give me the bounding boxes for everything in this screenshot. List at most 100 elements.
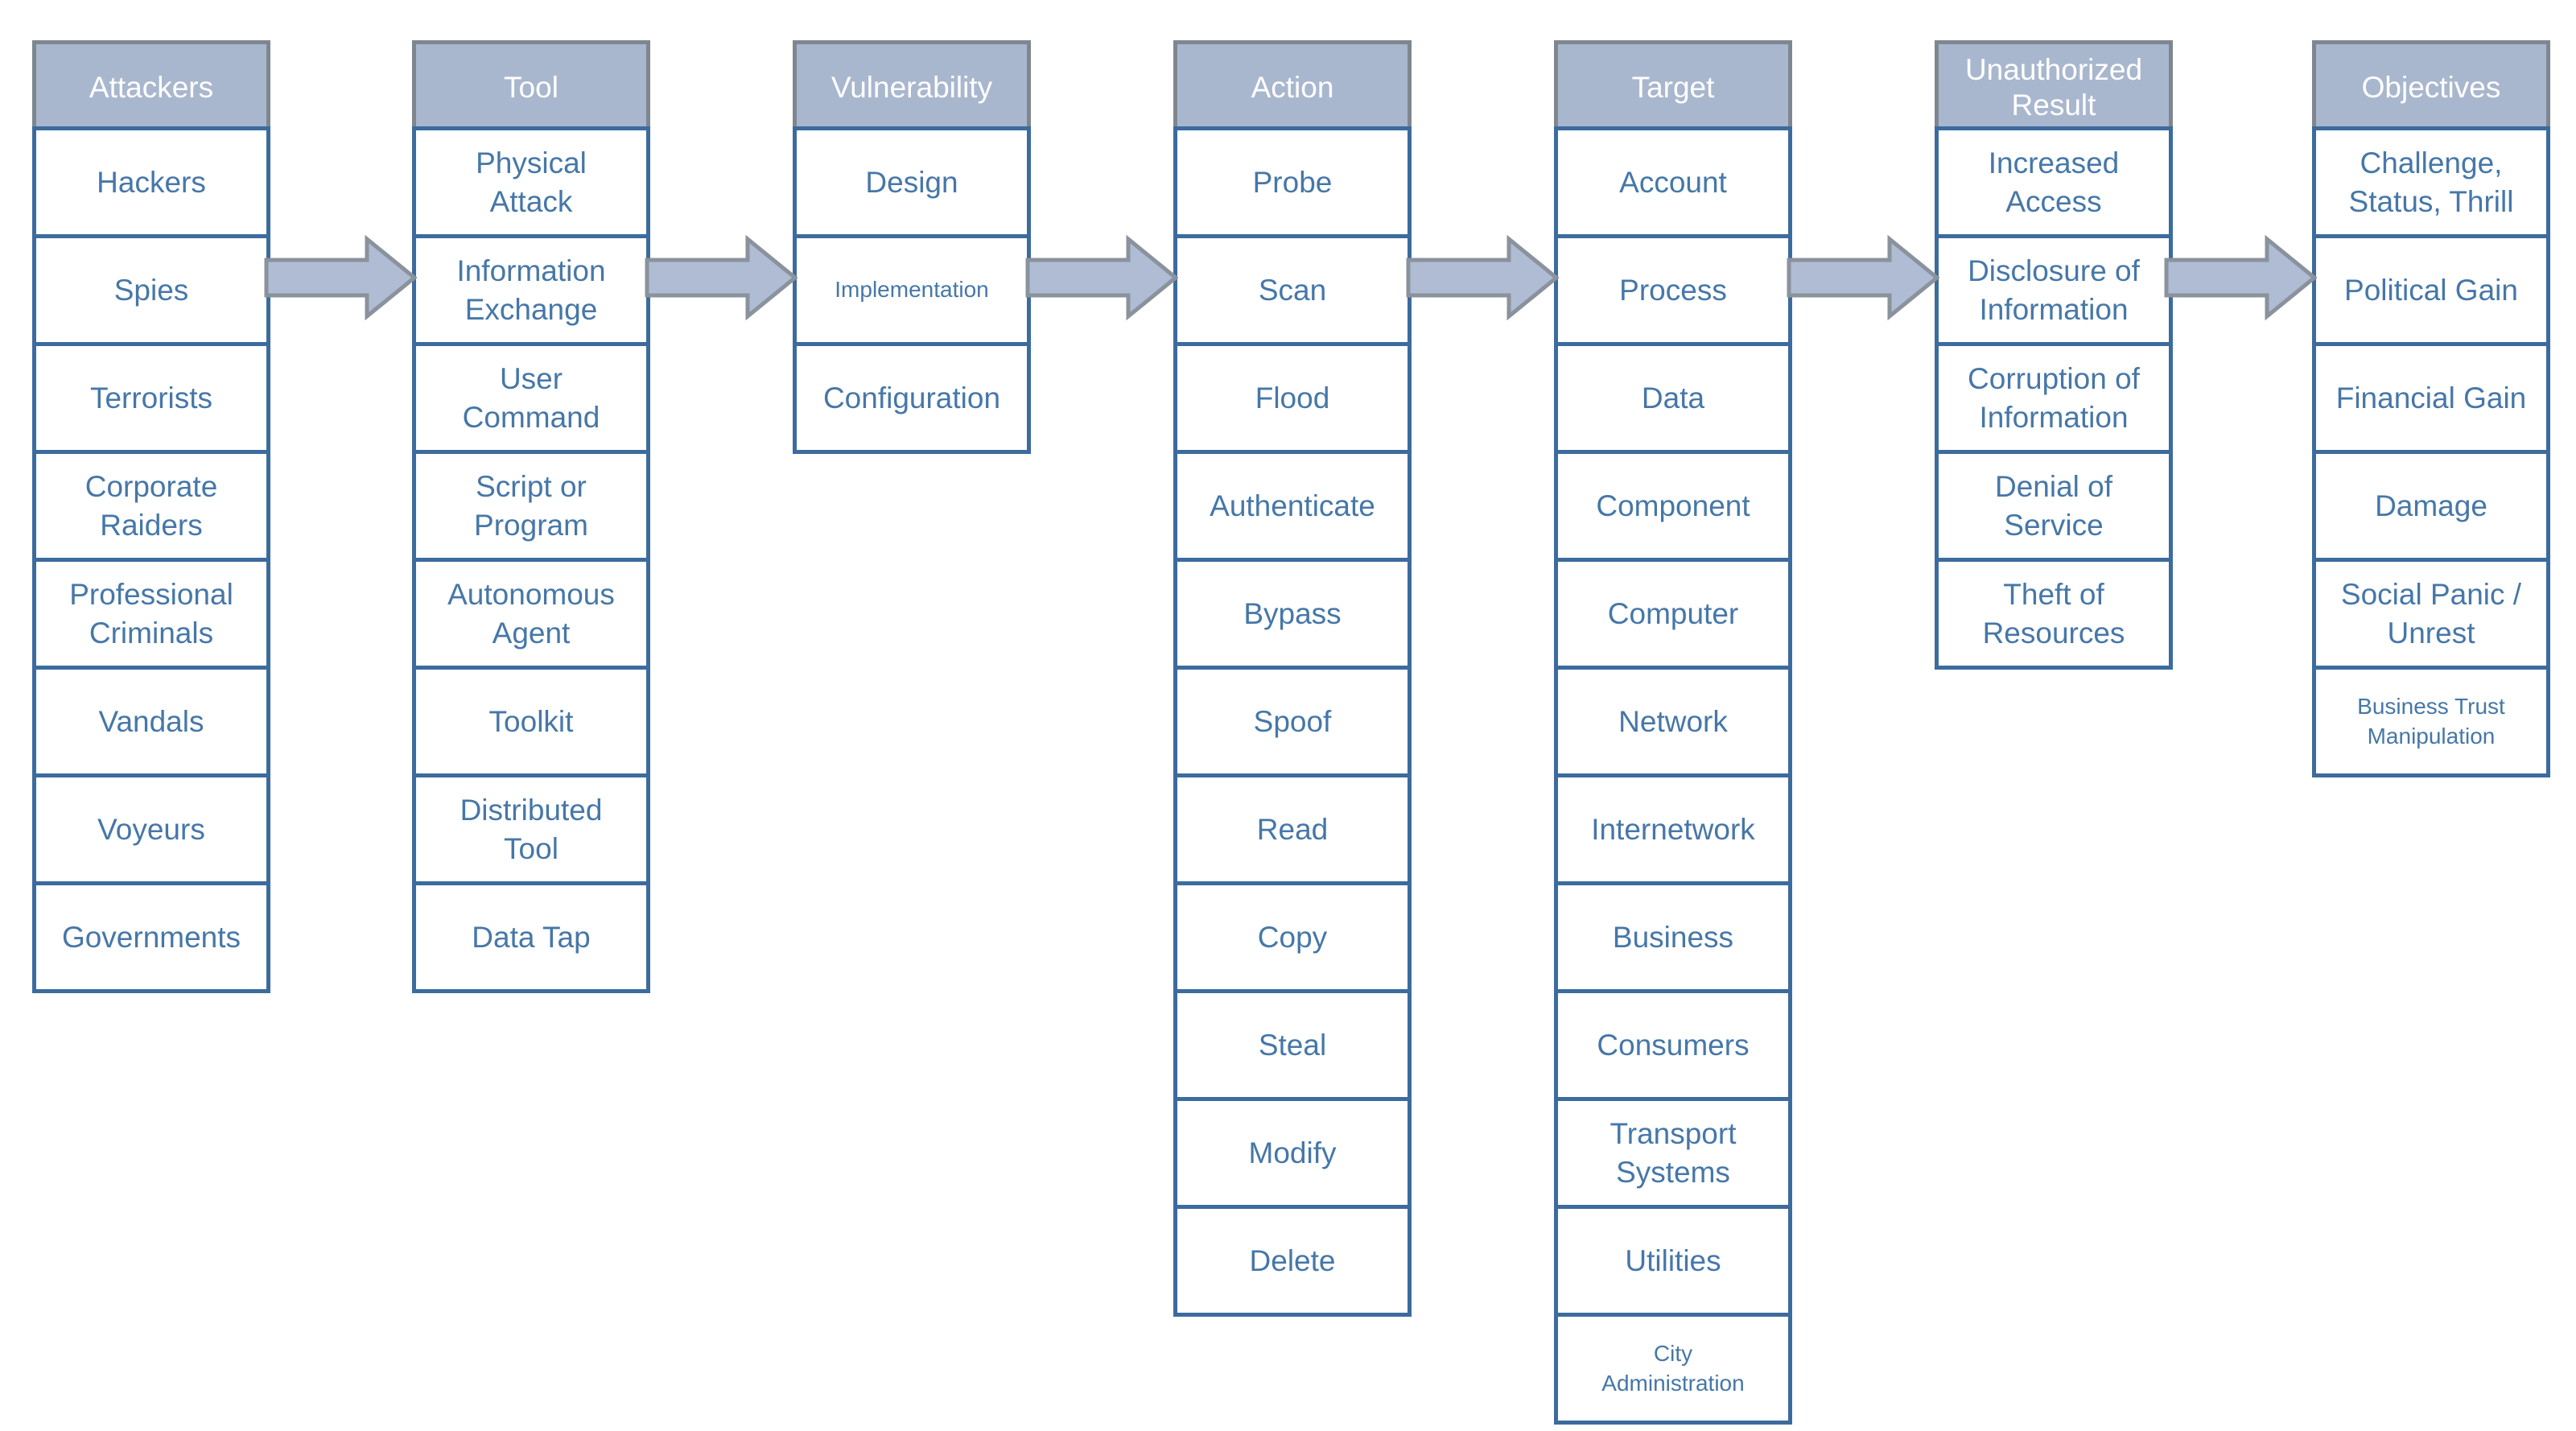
cell-label: Steal <box>1258 1028 1327 1062</box>
cell-label: Vandals <box>98 704 204 738</box>
cell-label: Read <box>1256 812 1329 846</box>
cell-label: Damage <box>2375 489 2487 522</box>
arrow-shape <box>1787 234 1939 321</box>
cell-label: Script or Program <box>474 470 588 542</box>
cell-label: Denial of Service <box>1994 470 2113 542</box>
cell-physical-attack: Physical Attack <box>412 126 650 238</box>
cell-label: Data <box>1641 381 1705 414</box>
cell-terrorists: Terrorists <box>32 342 270 454</box>
cell-spies: Spies <box>32 234 270 346</box>
cell-professional-criminals: Professional Criminals <box>32 558 270 670</box>
cell-bypass: Bypass <box>1173 558 1412 670</box>
cell-label: Professional Criminals <box>69 578 233 650</box>
cell-label: Bypass <box>1243 596 1342 630</box>
cell-challenge-status-thrill: Challenge, Status, Thrill <box>2312 126 2550 238</box>
cell-probe: Probe <box>1173 126 1412 238</box>
cell-label: Corporate Raiders <box>84 470 218 542</box>
arrow-shape <box>1025 234 1178 321</box>
cell-computer: Computer <box>1554 558 1792 670</box>
cell-steal: Steal <box>1173 989 1412 1101</box>
cell-business: Business <box>1554 881 1792 993</box>
arrow-shape <box>1406 234 1559 321</box>
flow-arrow <box>1787 234 1939 321</box>
cell-data: Data <box>1554 342 1792 454</box>
cell-label: Governments <box>61 920 241 954</box>
cell-implementation: Implementation <box>793 234 1031 346</box>
cell-denial-of-service: Denial of Service <box>1935 450 2173 562</box>
flow-arrow <box>1406 234 1559 321</box>
cell-label: Physical Attack <box>476 146 587 218</box>
cell-damage: Damage <box>2312 450 2550 562</box>
cell-network: Network <box>1554 666 1792 777</box>
cell-label: Hackers <box>97 165 206 199</box>
cell-process: Process <box>1554 234 1792 346</box>
cell-label: Copy <box>1257 920 1328 954</box>
cell-disclosure-of-information: Disclosure of Information <box>1935 234 2173 346</box>
cell-configuration: Configuration <box>793 342 1031 454</box>
cell-vandals: Vandals <box>32 666 270 777</box>
flow-arrow <box>2164 234 2317 321</box>
cell-label: Modify <box>1248 1136 1337 1169</box>
cell-social-panic-unrest: Social Panic / Unrest <box>2312 558 2550 670</box>
cell-scan: Scan <box>1173 234 1412 346</box>
cell-label: Financial Gain <box>2335 381 2527 414</box>
cell-internetwork: Internetwork <box>1554 773 1792 885</box>
cell-label: Consumers <box>1597 1028 1750 1062</box>
column-header-unauthorized-result: Unauthorized Result <box>1935 40 2173 130</box>
flow-arrow <box>1025 234 1178 321</box>
cell-spoof: Spoof <box>1173 666 1412 777</box>
cell-label: Implementation <box>835 277 989 303</box>
column-header-objectives: Objectives <box>2312 40 2550 130</box>
cell-label: Scan <box>1258 273 1327 307</box>
cell-label: Configuration <box>822 381 1001 414</box>
cell-label: Social Panic / Unrest <box>2340 578 2522 650</box>
cell-label: Spies <box>113 273 189 307</box>
cell-label: Utilities <box>1625 1243 1721 1277</box>
cell-script-or-program: Script or Program <box>412 450 650 562</box>
flow-arrow <box>264 234 417 321</box>
cell-voyeurs: Voyeurs <box>32 773 270 885</box>
column-header-vulnerability: Vulnerability <box>793 40 1031 130</box>
cell-data-tap: Data Tap <box>412 881 650 993</box>
cell-account: Account <box>1554 126 1792 238</box>
column-header-tool: Tool <box>412 40 650 130</box>
cell-flood: Flood <box>1173 342 1412 454</box>
cell-business-trust-manipulation: Business Trust Manipulation <box>2312 666 2550 777</box>
arrow-shape <box>2164 234 2317 321</box>
cell-transport-systems: Transport Systems <box>1554 1097 1792 1209</box>
cell-toolkit: Toolkit <box>412 666 650 777</box>
cell-label: Toolkit <box>488 704 574 738</box>
cell-delete: Delete <box>1173 1205 1412 1317</box>
cell-label: Authenticate <box>1210 489 1375 522</box>
cell-label: Disclosure of Information <box>1968 254 2140 326</box>
cell-label: Corruption of Information <box>1968 362 2140 434</box>
cell-autonomous-agent: Autonomous Agent <box>412 558 650 670</box>
cell-label: Increased Access <box>1988 146 2120 218</box>
cell-label: Probe <box>1252 165 1333 199</box>
arrow-shape <box>645 234 798 321</box>
cell-city-administration: City Administration <box>1554 1313 1792 1425</box>
cell-label: Autonomous Agent <box>447 578 615 650</box>
cell-political-gain: Political Gain <box>2312 234 2550 346</box>
cell-component: Component <box>1554 450 1792 562</box>
cell-user-command: User Command <box>412 342 650 454</box>
arrow-shape <box>264 234 417 321</box>
cell-label: Business Trust Manipulation <box>2357 694 2505 748</box>
cell-authenticate: Authenticate <box>1173 450 1412 562</box>
cell-information-exchange: Information Exchange <box>412 234 650 346</box>
cell-label: Voyeurs <box>97 812 205 846</box>
cell-corporate-raiders: Corporate Raiders <box>32 450 270 562</box>
cell-governments: Governments <box>32 881 270 993</box>
cell-label: User Command <box>462 362 600 434</box>
cell-read: Read <box>1173 773 1412 885</box>
cell-modify: Modify <box>1173 1097 1412 1209</box>
cell-label: Design <box>865 165 958 199</box>
cell-distributed-tool: Distributed Tool <box>412 773 650 885</box>
cell-label: Distributed Tool <box>460 794 603 865</box>
cell-label: Transport Systems <box>1609 1117 1737 1189</box>
cell-label: Account <box>1619 165 1727 199</box>
